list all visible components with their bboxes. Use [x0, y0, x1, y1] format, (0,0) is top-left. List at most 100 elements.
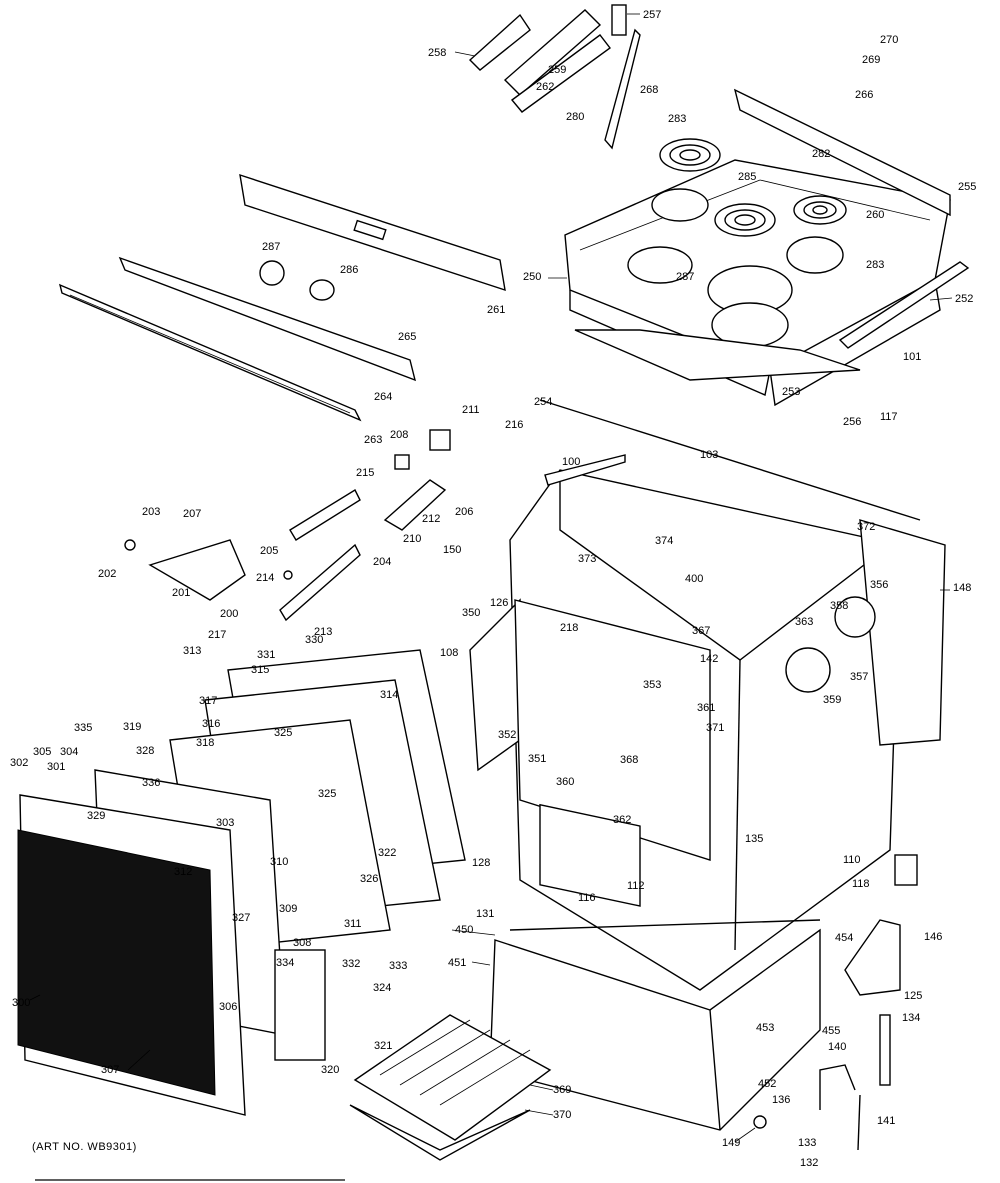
callout-101: 101: [903, 351, 921, 363]
callout-369: 369: [553, 1084, 571, 1096]
callout-117: 117: [880, 411, 898, 423]
callout-301: 301: [47, 761, 65, 773]
callout-141: 141: [877, 1115, 895, 1127]
callout-282: 282: [812, 148, 830, 160]
callout-210: 210: [403, 533, 421, 545]
callout-318: 318: [196, 737, 214, 749]
callout-150: 150: [443, 544, 461, 556]
callout-103: 103: [700, 449, 718, 461]
callout-287: 287: [262, 241, 280, 253]
callout-370: 370: [553, 1109, 571, 1121]
callout-322: 322: [378, 847, 396, 859]
callout-302: 302: [10, 757, 28, 769]
callout-264: 264: [374, 391, 392, 403]
callout-266: 266: [855, 89, 873, 101]
backguard-panel: [58, 173, 506, 422]
callout-324: 324: [373, 982, 391, 994]
callout-110: 110: [843, 854, 861, 866]
callout-134: 134: [902, 1012, 920, 1024]
callout-260: 260: [866, 209, 884, 221]
callout-326: 326: [360, 873, 378, 885]
callout-336: 336: [142, 777, 160, 789]
callout-317: 317: [199, 695, 217, 707]
callout-358: 358: [830, 600, 848, 612]
callout-252: 252: [955, 293, 973, 305]
oven-shield-parts: [468, 4, 641, 150]
callout-206: 206: [455, 506, 473, 518]
callout-300: 300: [12, 997, 30, 1009]
callout-314: 314: [380, 689, 398, 701]
callout-350: 350: [462, 607, 480, 619]
callout-217: 217: [208, 629, 226, 641]
callout-269: 269: [862, 54, 880, 66]
callout-328: 328: [136, 745, 154, 757]
callout-216: 216: [505, 419, 523, 431]
callout-356: 356: [870, 579, 888, 591]
callout-319: 319: [123, 721, 141, 733]
callout-258: 258: [428, 47, 446, 59]
callout-136: 136: [772, 1094, 790, 1106]
callout-211: 211: [462, 404, 480, 416]
callout-368: 368: [620, 754, 638, 766]
leader-lines: [29, 13, 953, 1143]
callout-325: 325: [274, 727, 292, 739]
callout-303: 303: [216, 817, 234, 829]
callout-205: 205: [260, 545, 278, 557]
cooktop: [564, 88, 970, 407]
callout-202: 202: [98, 568, 116, 580]
callout-363: 363: [795, 616, 813, 628]
callout-201: 201: [172, 587, 190, 599]
callout-280: 280: [566, 111, 584, 123]
oven-door: [17, 649, 466, 1116]
callout-374: 374: [655, 535, 673, 547]
misc-hardware: [753, 596, 918, 1151]
callout-125: 125: [904, 990, 922, 1002]
callout-361: 361: [697, 702, 715, 714]
callout-270: 270: [880, 34, 898, 46]
callout-116: 116: [578, 892, 596, 904]
callout-131: 131: [476, 908, 494, 920]
callout-325b: 325: [318, 788, 336, 800]
callout-308: 308: [293, 937, 311, 949]
callout-359: 359: [823, 694, 841, 706]
callout-126: 126: [490, 597, 508, 609]
callout-128: 128: [472, 857, 490, 869]
callout-108: 108: [440, 647, 458, 659]
callout-149: 149: [722, 1137, 740, 1149]
callout-306: 306: [219, 1001, 237, 1013]
callout-213: 213: [314, 626, 332, 638]
callout-263: 263: [364, 434, 382, 446]
callout-200: 200: [220, 608, 238, 620]
callout-321: 321: [374, 1040, 392, 1052]
broiler-pan: [349, 1014, 552, 1161]
callout-208: 208: [390, 429, 408, 441]
art-number: (ART NO. WB9301): [32, 1141, 137, 1153]
callout-133: 133: [798, 1137, 816, 1149]
callout-372: 372: [857, 521, 875, 533]
callout-333: 333: [389, 960, 407, 972]
callout-142: 142: [700, 653, 718, 665]
callout-307: 307: [101, 1064, 119, 1076]
callout-311: 311: [344, 918, 362, 930]
callout-316: 316: [202, 718, 220, 730]
callout-329: 329: [87, 810, 105, 822]
callout-357: 357: [850, 671, 868, 683]
callout-400: 400: [685, 573, 703, 585]
callout-451: 451: [448, 957, 466, 969]
part-callouts: 257 258 259 262 280 268 270 269 266 283 …: [10, 9, 976, 1169]
callout-283: 283: [668, 113, 686, 125]
callout-146: 146: [924, 931, 942, 943]
callout-118: 118: [852, 878, 870, 890]
callout-310: 310: [270, 856, 288, 868]
callout-262: 262: [536, 81, 554, 93]
callout-135: 135: [745, 833, 763, 845]
callout-331: 331: [257, 649, 275, 661]
callout-367: 367: [692, 625, 710, 637]
callout-305: 305: [33, 746, 51, 758]
callout-265: 265: [398, 331, 416, 343]
callout-362: 362: [613, 814, 631, 826]
callout-140: 140: [828, 1041, 846, 1053]
callout-286: 286: [340, 264, 358, 276]
callout-207: 207: [183, 508, 201, 520]
